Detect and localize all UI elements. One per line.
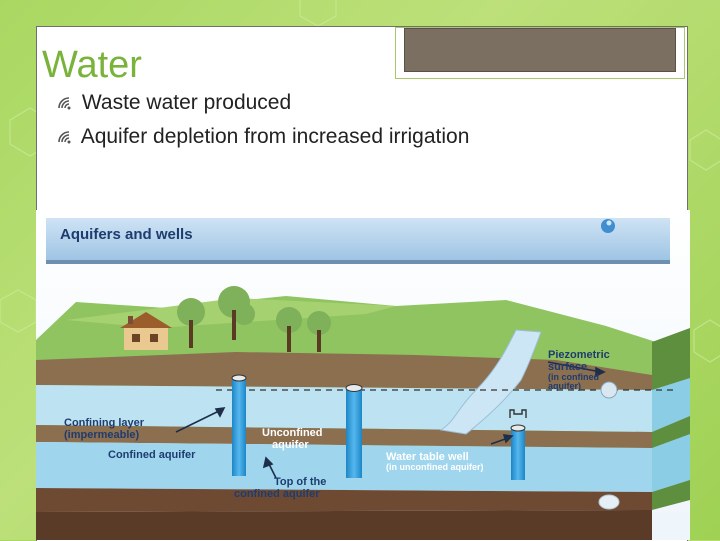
- bullet-text: Aquifer depletion from increased irrigat…: [81, 125, 470, 148]
- label-confining-layer: Confining layer: [64, 417, 145, 429]
- bullet-list: Waste water produced Aquifer depletion f…: [56, 89, 469, 157]
- bullet-item: Waste water produced: [56, 89, 469, 123]
- slide-title: Water: [42, 44, 142, 87]
- wifi-signal-icon: [56, 130, 76, 144]
- label-piezometric: Piezometric: [548, 349, 610, 361]
- label-in-unconfined: (in unconfined aquifer): [386, 462, 484, 472]
- water-bubble-icon: [599, 495, 619, 509]
- label-unconfined: Unconfined: [262, 427, 323, 439]
- diagram-heading: Aquifers and wells: [60, 226, 193, 243]
- confined-well-left: [232, 375, 246, 476]
- label-confined-aquifer-2: confined aquifer: [234, 488, 320, 500]
- bullet-text: Waste water produced: [82, 91, 291, 114]
- header-photo-frame: [395, 27, 685, 79]
- confined-well-middle: [346, 385, 362, 479]
- label-top-of-the: Top of the: [274, 476, 326, 488]
- header-photo: [404, 28, 676, 72]
- diagram-banner-shadow: [46, 260, 670, 264]
- water-drop-highlight: [607, 221, 612, 226]
- label-aquifer-paren: aquifer): [548, 381, 581, 391]
- piezometric-marker-icon: [601, 382, 617, 398]
- wifi-signal-icon: [56, 96, 76, 110]
- bullet-item: Aquifer depletion from increased irrigat…: [56, 123, 469, 157]
- label-impermeable: (impermeable): [64, 429, 140, 441]
- label-confined-aquifer: Confined aquifer: [108, 449, 196, 461]
- label-aquifer: aquifer: [272, 439, 309, 451]
- aquifers-diagram: Aquifers and wells: [36, 210, 690, 540]
